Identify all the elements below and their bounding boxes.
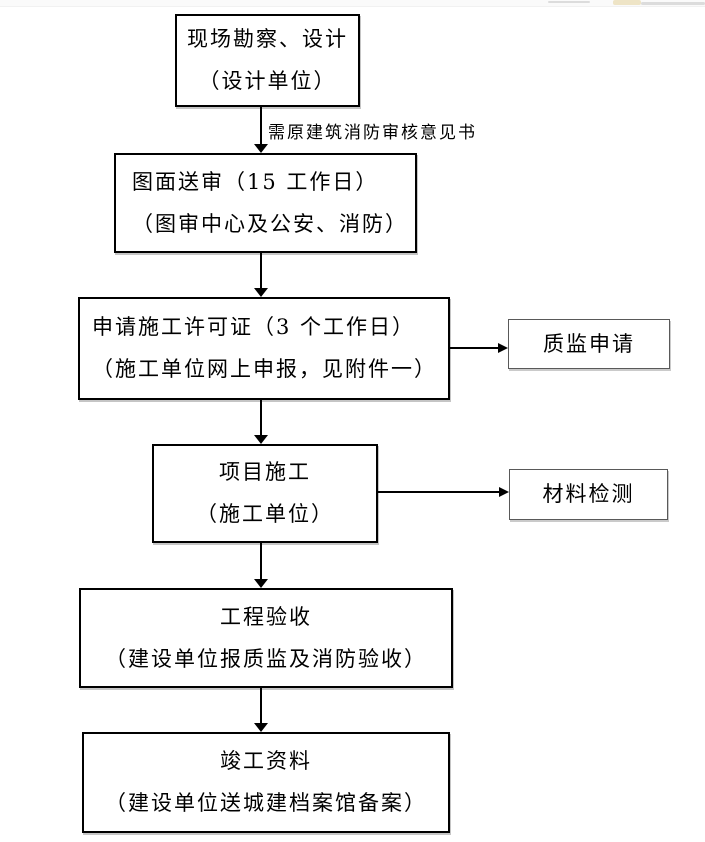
- node-construction-permit-line2: （施工单位网上申报，见附件一）: [92, 357, 437, 381]
- window-top-strip: [0, 0, 705, 7]
- node-project-construction-line2: （施工单位）: [196, 502, 334, 526]
- topbar-artifact-gray-left: [548, 1, 590, 3]
- node-project-construction: 项目施工 （施工单位）: [152, 444, 378, 543]
- arrow-construction-to-acceptance-line: [260, 543, 262, 581]
- topbar-artifact-gray-right: [641, 2, 705, 5]
- node-material-testing-label: 材料检测: [542, 482, 635, 506]
- arrow-review-to-permit-line: [260, 253, 262, 290]
- arrow-survey-to-review-line: [260, 107, 262, 146]
- node-material-testing: 材料检测: [509, 469, 668, 520]
- arrow-construction-to-material-line: [378, 491, 500, 493]
- node-construction-permit-line1: 申请施工许可证（3 个工作日）: [92, 315, 416, 339]
- arrow-permit-to-construction-head: [254, 435, 268, 444]
- node-drawing-review-line1: 图面送审（15 工作日）: [132, 169, 379, 194]
- node-project-acceptance-line2: （建设单位报质监及消防验收）: [105, 646, 427, 671]
- node-completion-archive-line1: 竣工资料: [220, 749, 312, 773]
- arrow-permit-to-quality-head: [498, 343, 508, 353]
- node-site-survey: 现场勘察、设计 （设计单位）: [175, 14, 360, 107]
- node-project-acceptance: 工程验收 （建设单位报质监及消防验收）: [79, 588, 453, 688]
- arrow-review-to-permit-head: [254, 288, 268, 297]
- node-project-acceptance-line1: 工程验收: [220, 604, 312, 629]
- arrow-acceptance-to-archive-line: [260, 688, 262, 725]
- node-completion-archive-line2: （建设单位送城建档案馆备案）: [105, 791, 427, 815]
- arrow-permit-to-construction-line: [260, 400, 262, 437]
- arrow-acceptance-to-archive-head: [254, 723, 268, 732]
- node-drawing-review: 图面送审（15 工作日） （图审中心及公安、消防）: [114, 153, 417, 253]
- node-quality-supervision-label: 质监申请: [543, 331, 635, 356]
- node-completion-archive: 竣工资料 （建设单位送城建档案馆备案）: [82, 732, 450, 833]
- edge-annotation-fire-review: 需原建筑消防审核意见书: [268, 123, 477, 143]
- arrow-permit-to-quality-line: [450, 347, 499, 349]
- node-site-survey-line1: 现场勘察、设计: [187, 27, 348, 51]
- node-drawing-review-line2: （图审中心及公安、消防）: [132, 211, 408, 236]
- arrow-survey-to-review-head: [254, 144, 268, 153]
- node-construction-permit: 申请施工许可证（3 个工作日） （施工单位网上申报，见附件一）: [78, 297, 450, 400]
- node-site-survey-line2: （设计单位）: [198, 69, 337, 93]
- node-quality-supervision: 质监申请: [508, 319, 670, 369]
- node-project-construction-line1: 项目施工: [219, 460, 311, 484]
- arrow-construction-to-acceptance-head: [254, 579, 268, 588]
- topbar-artifact-beige: [613, 0, 641, 5]
- arrow-construction-to-material-head: [499, 487, 509, 497]
